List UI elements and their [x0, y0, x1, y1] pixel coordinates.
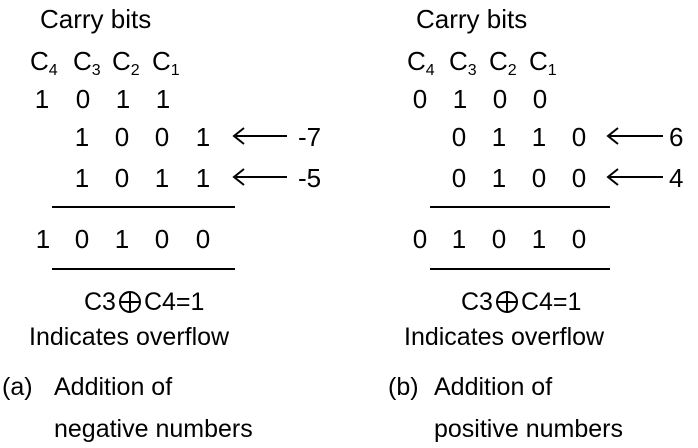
- operand1-digit: 1: [74, 122, 90, 152]
- left-arrow-icon: [232, 168, 287, 186]
- caption-line2: positive numbers: [434, 415, 623, 443]
- operand2-digit: 1: [74, 163, 90, 193]
- caption-line1: Addition of: [54, 373, 173, 401]
- carry-value: 1: [115, 84, 131, 114]
- operand1-digit: 1: [531, 122, 547, 152]
- operand1-digit: 0: [571, 122, 587, 152]
- carry-label-c4: C4: [30, 46, 58, 79]
- result-digit: 0: [571, 224, 587, 254]
- operand2-digit: 0: [571, 163, 587, 193]
- result-divider: [430, 268, 610, 270]
- left-arrow-icon: [606, 127, 663, 145]
- carry-value: 0: [412, 84, 428, 114]
- carry-value: 1: [34, 84, 50, 114]
- carry-value: 0: [492, 84, 508, 114]
- carry-label-c4: C4: [407, 46, 435, 79]
- carry-value: 0: [532, 84, 548, 114]
- operand1-digit: 0: [451, 122, 467, 152]
- carry-label-c1: C1: [152, 46, 180, 79]
- overflow-note: Indicates overflow: [404, 323, 605, 351]
- result-digit: 0: [154, 224, 170, 254]
- result-digit: 0: [412, 224, 428, 254]
- operand1-digit: 0: [154, 122, 170, 152]
- operand1-digit: 1: [491, 122, 507, 152]
- operand2-decimal: 4: [669, 163, 684, 193]
- sum-divider: [430, 206, 610, 208]
- carry-value: 0: [75, 84, 91, 114]
- panel-negative-addition: Carry bits C4 C3 C2 C1 1 0 1 1 1 0 0 1 -…: [2, 4, 322, 443]
- result-digit: 1: [114, 224, 130, 254]
- carry-value: 1: [155, 84, 171, 114]
- overflow-note: Indicates overflow: [29, 323, 230, 351]
- sum-divider: [52, 206, 235, 208]
- carry-value: 1: [452, 84, 468, 114]
- carry-label-c3: C3: [449, 46, 477, 79]
- operand2-digit: 0: [114, 163, 130, 193]
- carry-label-c3: C3: [73, 46, 101, 79]
- left-arrow-icon: [606, 168, 663, 186]
- left-arrow-icon: [232, 127, 287, 145]
- carry-label-c1: C1: [529, 46, 557, 79]
- carry-label-c2: C2: [489, 46, 517, 79]
- operand2-digit: 0: [451, 163, 467, 193]
- result-digit: 1: [451, 224, 467, 254]
- operand1-decimal: 6: [669, 122, 684, 152]
- result-digit: 0: [491, 224, 507, 254]
- caption-line1: Addition of: [434, 373, 553, 401]
- operand2-digit: 1: [491, 163, 507, 193]
- carry-label-c2: C2: [112, 46, 140, 79]
- operand2-decimal: -5: [298, 163, 322, 193]
- operand2-digit: 1: [154, 163, 170, 193]
- caption-label: (b): [388, 373, 419, 401]
- operand2-digit: 0: [531, 163, 547, 193]
- caption-label: (a): [2, 373, 33, 401]
- xor-icon: [118, 291, 141, 313]
- operand2-digit: 1: [195, 163, 211, 193]
- result-digit: 1: [35, 224, 51, 254]
- caption-line2: negative numbers: [54, 415, 253, 443]
- result-digit: 0: [74, 224, 90, 254]
- xor-icon: [495, 291, 518, 313]
- result-digit: 1: [531, 224, 547, 254]
- result-divider: [52, 268, 235, 270]
- carry-bits-title: Carry bits: [416, 4, 528, 34]
- operand1-digit: 1: [195, 122, 211, 152]
- carry-bits-title: Carry bits: [40, 4, 152, 34]
- operand1-digit: 0: [114, 122, 130, 152]
- result-digit: 0: [195, 224, 211, 254]
- panel-positive-addition: Carry bits C4 C3 C2 C1 0 1 0 0 0 1 1 0 6…: [349, 0, 698, 448]
- operand1-decimal: -7: [298, 122, 322, 152]
